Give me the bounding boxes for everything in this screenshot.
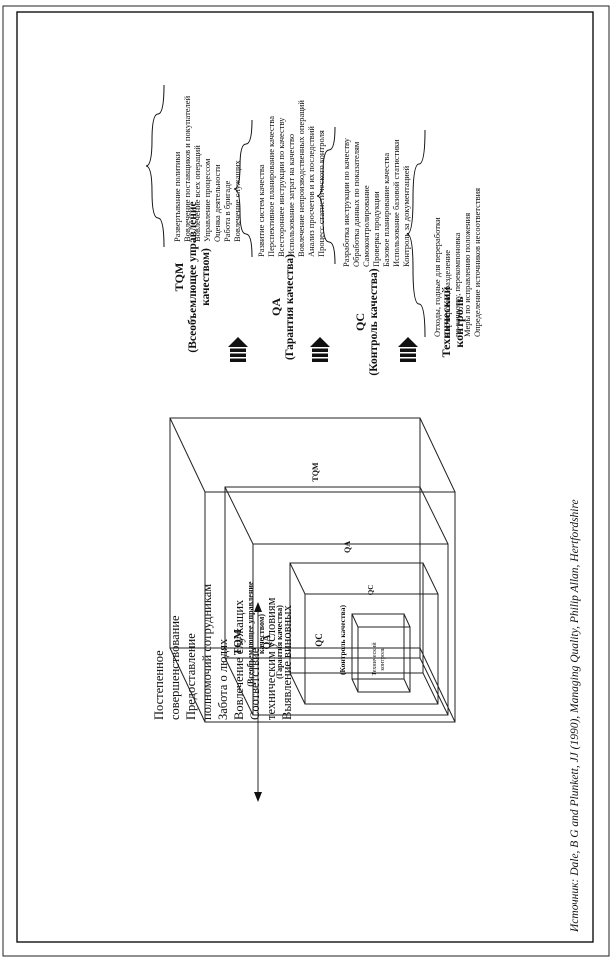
- brace-inspection: [406, 129, 426, 338]
- tqm-box-front: [204, 491, 456, 723]
- nested-box-labels: TQM (Всеобъемлющее управление качеством)…: [232, 462, 386, 687]
- inspection-item-3: Меры по исправлению положения: [462, 213, 472, 337]
- qa-item-2: Всестороннее инструкции по качеству: [276, 117, 286, 257]
- qc-box-subtitle: (Контроль качества): [338, 605, 347, 675]
- inspection-box-label-1: Технический: [371, 642, 378, 676]
- level-inspection-title: Технический: [439, 287, 453, 358]
- qa-item-6: Процесс статистического контроля: [316, 130, 326, 257]
- inspection-item-2: по качеству, перекомпоновка: [452, 232, 462, 337]
- left-item-0: Постепенное: [152, 650, 166, 720]
- level-tqm-subtitle-2: качеством): [200, 248, 212, 306]
- qc-box-title: QC: [314, 633, 324, 647]
- tqm-item-1: Вовлечение поставщиков и покупателей: [182, 95, 192, 242]
- inspection-box-front: [357, 626, 411, 693]
- left-arrow-head-start: [254, 792, 262, 802]
- qc-item-3: Проверка продукции: [371, 191, 381, 267]
- qc-box-back: [289, 562, 424, 674]
- left-item-4: Забота о людях: [216, 638, 230, 720]
- inspection-item-0: Отходы, годные для переработки: [432, 217, 442, 337]
- inspection-box-label-2: контроль: [380, 647, 386, 670]
- left-item-6: Соответствие: [248, 647, 262, 720]
- level-tqm-subtitle-1: (Всеобъемлющее управление: [187, 201, 199, 352]
- left-item-1: совершенствование: [168, 615, 182, 720]
- qa-item-1: Перспективное планирование качества: [266, 116, 276, 257]
- qa-box-back: [224, 486, 421, 659]
- brace-qa: [233, 119, 253, 258]
- qa-item-3: Использование затрат на качество: [286, 134, 296, 257]
- level-qc-arrow: [398, 337, 418, 362]
- tqm-item-0: Развертывание политики: [172, 151, 182, 242]
- left-item-5: Вовлечение служащих: [232, 599, 246, 720]
- level-qa-title: QA: [269, 298, 283, 316]
- level-qc-title: QC: [353, 313, 367, 331]
- qc-box-corner-label: QC: [367, 585, 375, 596]
- brace-tqm: [145, 84, 165, 248]
- level-tqm-arrow: [228, 337, 248, 362]
- qc-item-6: Контроль за документацией: [401, 165, 411, 267]
- qa-box-corner-label: QA: [343, 541, 352, 553]
- level-inspection-subtitle: контроль: [452, 296, 466, 348]
- tqm-box-subtitle-2: качеством): [257, 614, 266, 654]
- tqm-box-corner-label: TQM: [311, 462, 320, 482]
- braces: [145, 84, 426, 338]
- qa-box-front: [252, 543, 449, 716]
- tqm-item-5: Работа в бригаде: [222, 180, 232, 242]
- level-qa-arrow: [310, 337, 330, 362]
- qa-item-5: Анализ просчетов и их последствий: [306, 126, 316, 257]
- left-item-7: техническим условиям: [264, 597, 278, 720]
- tqm-box-subtitle-1: (Всеобъемлющее управление: [246, 581, 255, 687]
- qc-item-2: Самоконтролирование: [361, 185, 371, 267]
- qa-box-title: QA: [262, 634, 273, 650]
- qc-box-front: [304, 593, 439, 705]
- left-panel: Постепенное совершенствование Предоставл…: [152, 584, 294, 802]
- left-item-2: Предоставление: [184, 633, 198, 720]
- qa-item-0: Развитие систем качества: [256, 164, 266, 257]
- tqm-box-title: TQM: [232, 628, 244, 655]
- tqm-item-2: Вовлечение всех операций: [192, 145, 202, 242]
- outer-frame: [2, 5, 610, 957]
- item-lists: Развертывание политики Вовлечение постав…: [172, 95, 482, 337]
- inspection-box-back: [351, 613, 405, 680]
- source-citation: Источник: Dale, B G and Plunkett, JJ (19…: [569, 499, 581, 933]
- qc-item-0: Разработка инструкции по качеству: [341, 137, 351, 267]
- inner-frame: [16, 11, 594, 943]
- inspection-item-1: Сортировка, разделение: [442, 250, 452, 337]
- level-labels: TQM (Всеобъемлющее управление качеством)…: [172, 201, 466, 375]
- left-item-3: полномочий сотрудникам: [200, 584, 214, 720]
- level-tqm-title: TQM: [172, 263, 186, 292]
- inspection-item-4: Определение источников несоответствия: [472, 188, 482, 337]
- qc-item-1: Обработка данных по показателям: [351, 141, 361, 267]
- left-arrow-head-end: [254, 602, 262, 612]
- tqm-item-4: Оценка деятельности: [212, 164, 222, 242]
- qa-box-subtitle: (Гарантия качества): [275, 605, 284, 679]
- level-qa-subtitle: (Гарантия качества): [284, 254, 296, 360]
- rotated-content: Источник: Dale, B G and Plunkett, JJ (19…: [145, 84, 581, 933]
- brace-qc: [316, 126, 336, 265]
- qc-item-5: Использование базовой статистики: [391, 139, 401, 267]
- level-qc-subtitle: (Контроль качества): [368, 268, 380, 375]
- nested-boxes: [169, 417, 456, 723]
- qa-item-4: Вовлечение непроизводственных операций: [296, 100, 306, 257]
- tqm-item-3: Управление процессом: [202, 158, 212, 242]
- qc-item-4: Базовое планирование качества: [381, 153, 391, 267]
- tqm-item-6: Вовлечение служащих: [232, 159, 242, 242]
